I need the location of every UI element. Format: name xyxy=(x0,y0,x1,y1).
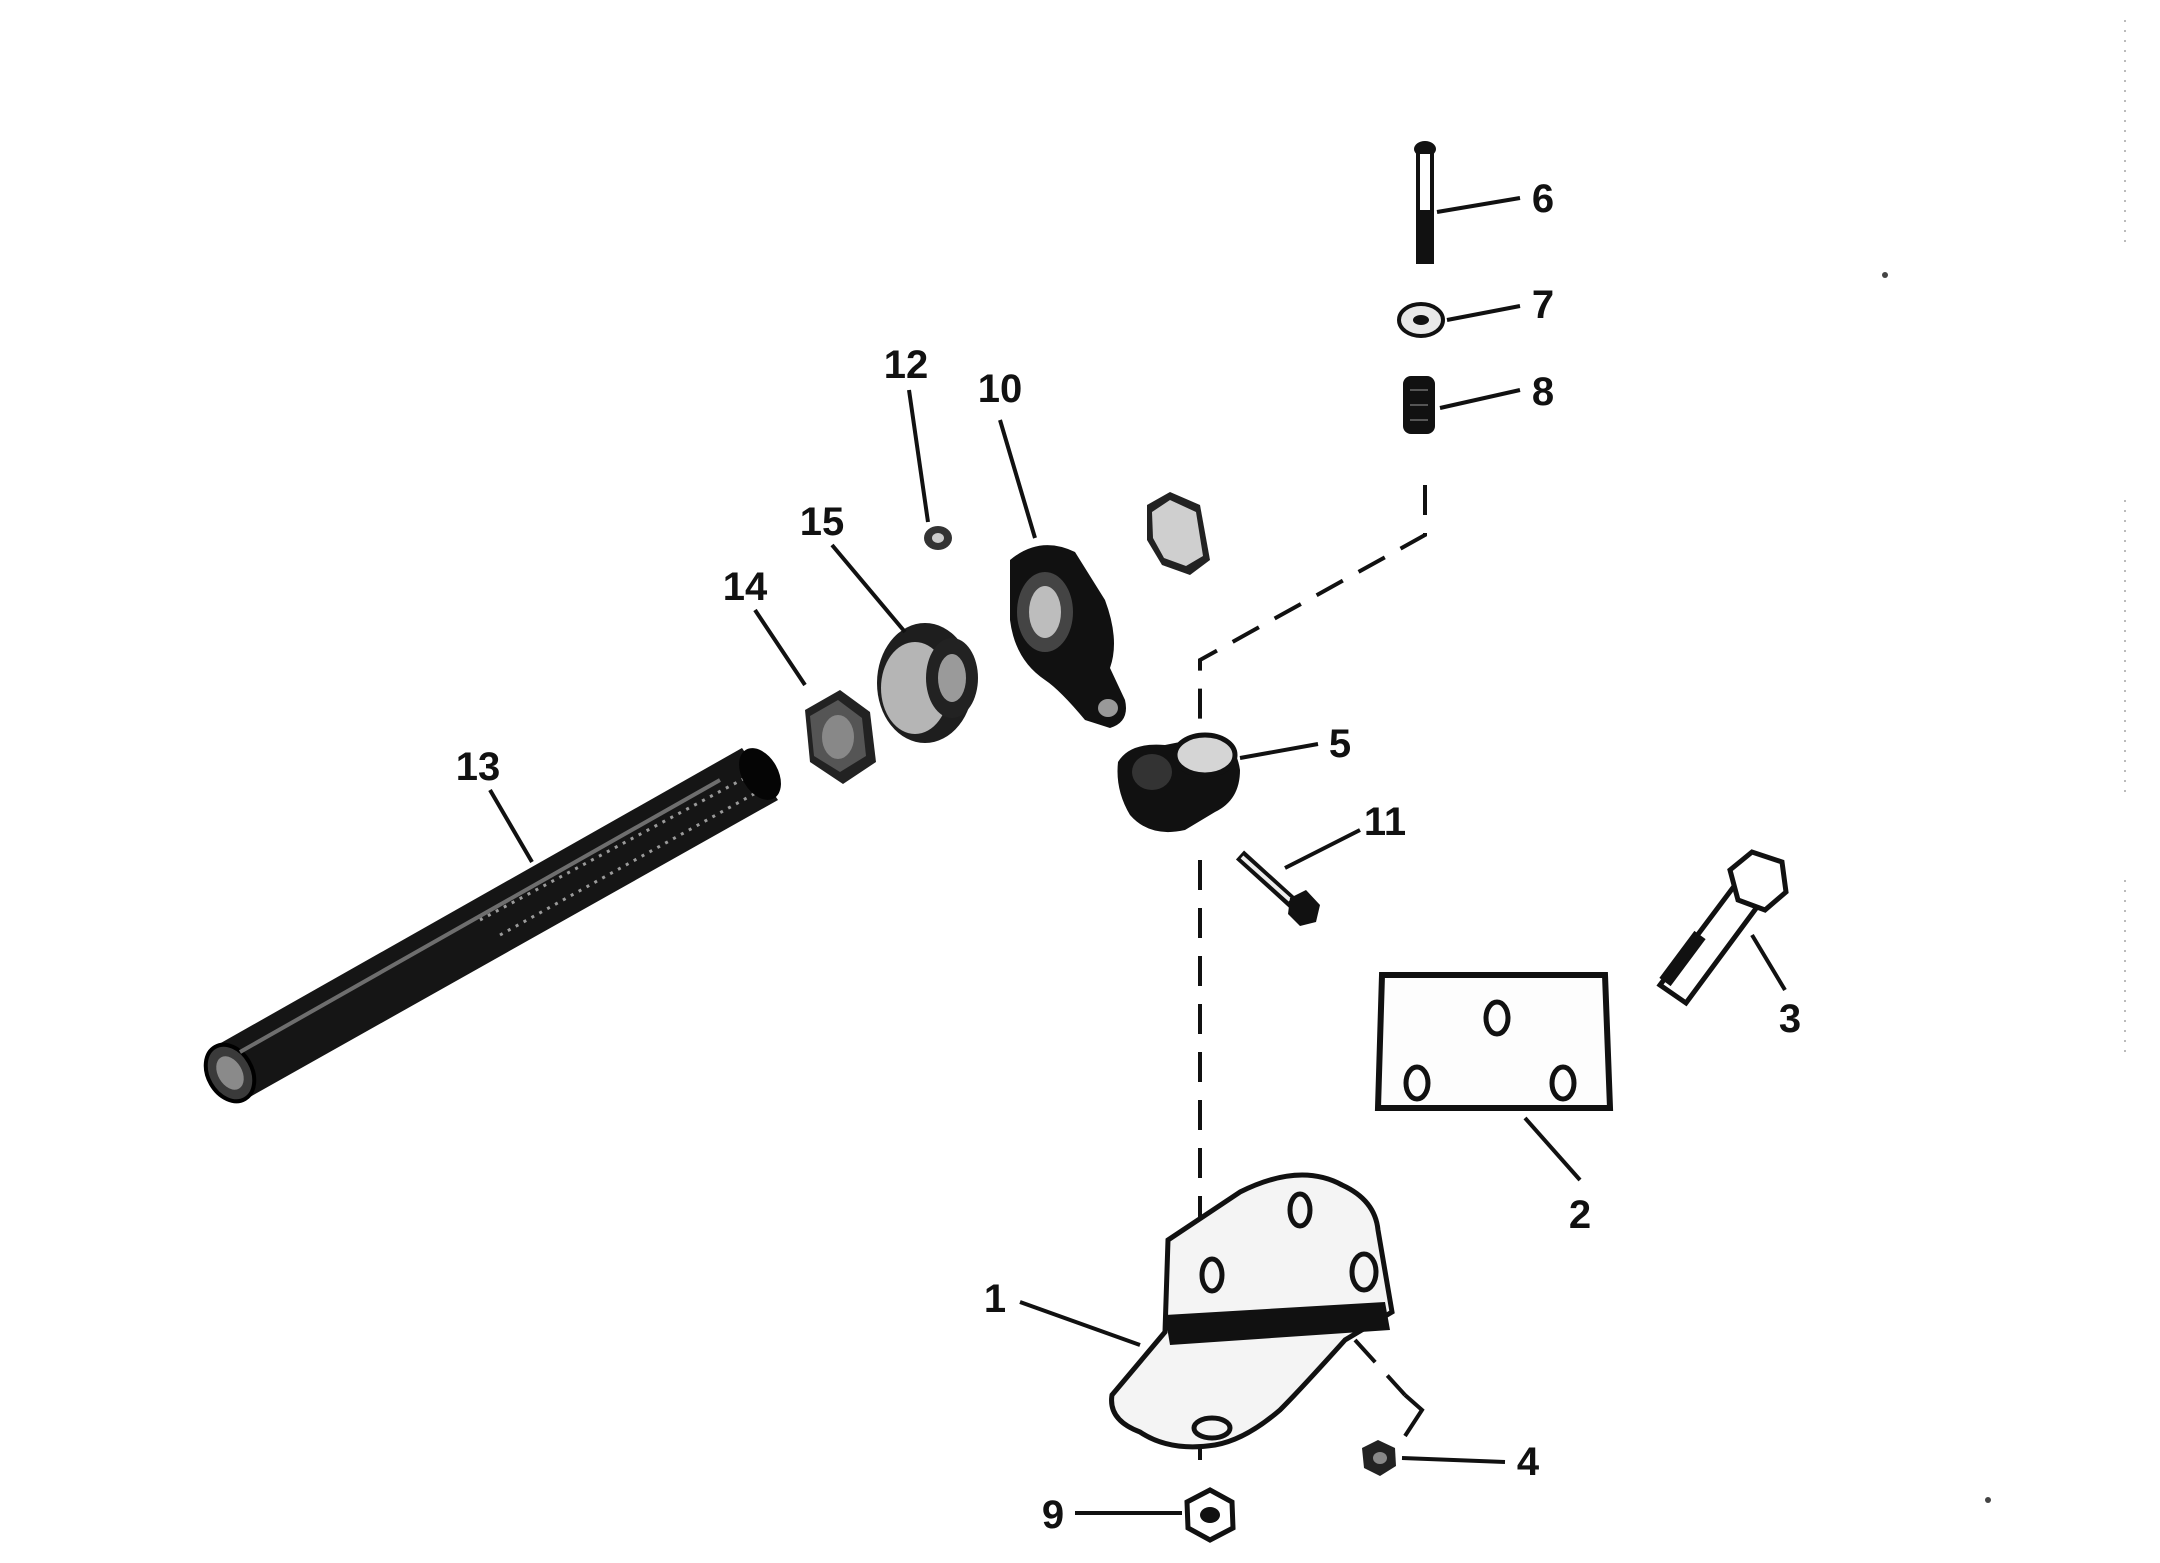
leader-8 xyxy=(1439,388,1521,410)
callout-4: 4 xyxy=(1517,1440,1540,1484)
part-11-small-bolt xyxy=(1235,850,1320,926)
part-8-spacer xyxy=(1403,376,1435,434)
part-4-nut xyxy=(1362,1440,1396,1476)
leader-5 xyxy=(1239,742,1319,760)
callout-10: 10 xyxy=(978,367,1023,411)
callout-12: 12 xyxy=(884,343,929,387)
part-5-swivel-block xyxy=(1117,732,1240,833)
part-9-hex-nut xyxy=(1184,1487,1236,1543)
part-6-long-bolt xyxy=(1414,141,1436,264)
leader-7 xyxy=(1446,304,1521,322)
callout-3: 3 xyxy=(1779,997,1801,1041)
callout-2: 2 xyxy=(1569,1193,1591,1237)
part-15-bearing xyxy=(877,623,978,743)
leader-4 xyxy=(1403,1393,1425,1438)
leader-1 xyxy=(1019,1300,1141,1347)
leader-4b xyxy=(1401,1456,1506,1464)
callouts: 1 2 3 4 5 6 7 8 9 10 11 12 13 14 15 xyxy=(456,177,1801,1537)
leader-3 xyxy=(1750,933,1787,992)
part-13-threaded-shaft xyxy=(203,748,781,1104)
leader-14 xyxy=(753,608,807,687)
jam-nut xyxy=(1147,492,1210,575)
leader-11 xyxy=(1284,828,1361,870)
leader-2 xyxy=(1523,1116,1582,1182)
callout-8: 8 xyxy=(1532,370,1554,414)
part-12-small-nut xyxy=(924,526,952,550)
leader-lines xyxy=(488,196,1787,1515)
callout-6: 6 xyxy=(1532,177,1554,221)
part-10-bearing-housing xyxy=(1010,545,1126,728)
callout-9: 9 xyxy=(1042,1493,1064,1537)
assembly-line-upper xyxy=(1198,485,1427,720)
leader-13 xyxy=(488,788,534,864)
callout-15: 15 xyxy=(800,500,845,544)
part-7-washer xyxy=(1397,302,1445,338)
callout-14: 14 xyxy=(723,565,768,609)
assembly-line-item4 xyxy=(1353,1338,1407,1397)
callout-11: 11 xyxy=(1364,800,1406,844)
part-2-plate xyxy=(1374,972,1614,1111)
callout-7: 7 xyxy=(1532,283,1554,327)
part-14-hex-nut xyxy=(805,690,876,784)
callout-1: 1 xyxy=(984,1277,1006,1321)
scan-edge-marks xyxy=(1882,20,2126,1503)
leader-10 xyxy=(998,419,1037,539)
part-1-bracket xyxy=(1109,1172,1395,1450)
leader-6 xyxy=(1436,196,1521,214)
callout-5: 5 xyxy=(1329,722,1351,766)
callout-13: 13 xyxy=(456,745,501,789)
part-3-large-bolt xyxy=(1656,849,1789,1007)
leader-12 xyxy=(907,389,930,523)
leader-15 xyxy=(830,543,907,634)
